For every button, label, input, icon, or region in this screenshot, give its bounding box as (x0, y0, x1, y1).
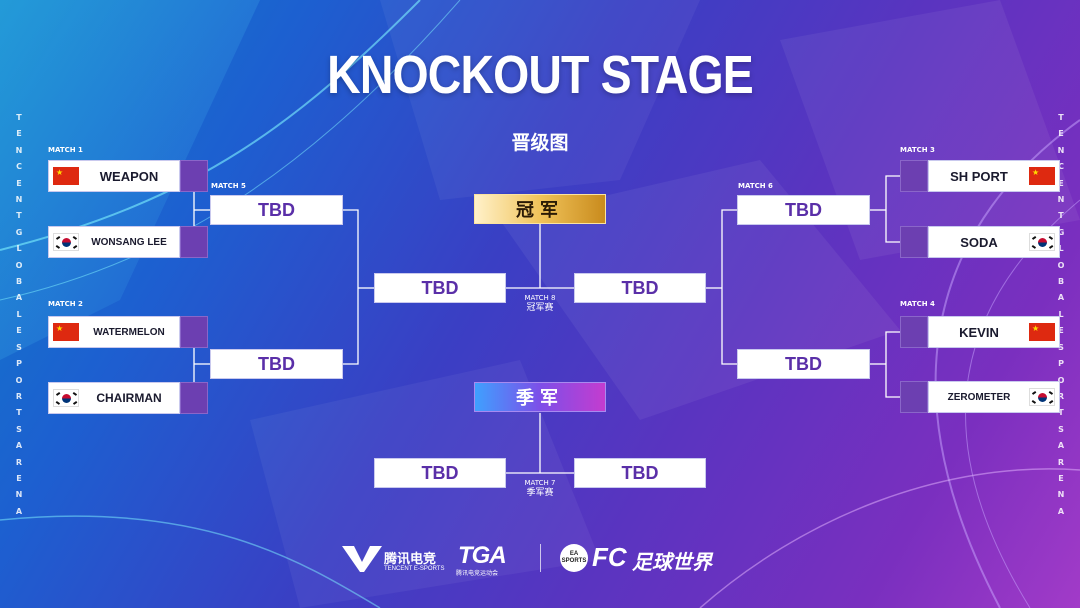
team-name: WATERMELON (93, 326, 165, 338)
team-name: WEAPON (99, 168, 159, 184)
team-name: SH PORT (950, 168, 1008, 184)
final-right-slot[interactable]: TBD (574, 273, 706, 303)
china-flag-icon: ★ (53, 167, 79, 185)
match-8-label: MATCH 8 冠军赛 (510, 293, 570, 313)
team-slot-wonsang-lee[interactable]: WONSANG LEE (48, 226, 208, 258)
match-5-winner[interactable]: TBD (210, 195, 343, 225)
ea-sports-logo-icon: EA SPORTS (560, 544, 588, 572)
score-box (900, 160, 928, 192)
match-1-label: MATCH 1 (48, 146, 83, 154)
third-place-left-slot[interactable]: TBD (374, 458, 506, 488)
team-name: KEVIN (959, 324, 999, 340)
team-name: CHAIRMAN (96, 391, 162, 405)
footer-divider (540, 544, 541, 572)
score-box (900, 316, 928, 348)
match-4-winner-slot[interactable]: TBD (737, 349, 870, 379)
match-8-subtitle: 冠军赛 (526, 303, 554, 313)
final-left-slot[interactable]: TBD (374, 273, 506, 303)
match-3-label: MATCH 3 (900, 146, 935, 154)
korea-flag-icon (53, 233, 79, 251)
score-box (180, 226, 208, 258)
third-place-banner: 季军 (474, 382, 606, 412)
score-box (900, 381, 928, 413)
team-slot-watermelon[interactable]: ★ WATERMELON (48, 316, 208, 348)
china-flag-icon: ★ (53, 323, 79, 341)
team-slot-weapon[interactable]: ★ WEAPON (48, 160, 208, 192)
score-box (900, 226, 928, 258)
tga-subtitle: 腾讯电竞运动会 (456, 570, 499, 577)
korea-flag-icon (1029, 233, 1055, 251)
tencent-esports-en: TENCENT E-SPORTS (384, 566, 445, 572)
team-slot-chairman[interactable]: CHAIRMAN (48, 382, 208, 414)
korea-flag-icon (53, 389, 79, 407)
china-flag-icon: ★ (1029, 167, 1055, 185)
tencent-esports-logo-icon (342, 546, 382, 572)
team-name: WONSANG LEE (91, 236, 167, 248)
side-text-right: TENCENTGLOBAL ESPORTS ARENA (1057, 113, 1065, 516)
team-slot-zerometer[interactable]: ZEROMETER (900, 381, 1060, 413)
team-slot-kevin[interactable]: KEVIN ★ (900, 316, 1060, 348)
page-subtitle: 晋级图 (511, 132, 569, 154)
match-2-winner-slot[interactable]: TBD (210, 349, 343, 379)
side-text-left: TENCENTGLOBAL ESPORTS ARENA (15, 113, 23, 516)
team-slot-sh-port[interactable]: SH PORT ★ (900, 160, 1060, 192)
match-7-label: MATCH 7 季军赛 (510, 478, 570, 498)
page-title: KNOCKOUT STAGE (327, 45, 754, 105)
tencent-esports-cn: 腾讯电竞 (384, 552, 437, 567)
score-box (180, 160, 208, 192)
match-5-label: MATCH 5 (211, 182, 246, 190)
korea-flag-icon (1029, 388, 1055, 406)
match-6-label: MATCH 6 (738, 182, 773, 190)
match-2-label: MATCH 2 (48, 300, 83, 308)
team-name: ZEROMETER (947, 391, 1011, 403)
third-place-right-slot[interactable]: TBD (574, 458, 706, 488)
team-slot-soda[interactable]: SODA (900, 226, 1060, 258)
match-6-winner[interactable]: TBD (737, 195, 870, 225)
score-box (180, 316, 208, 348)
match-4-label: MATCH 4 (900, 300, 935, 308)
china-flag-icon: ★ (1029, 323, 1055, 341)
footer-logos: 腾讯电竞 TENCENT E-SPORTS TGA 腾讯电竞运动会 EA SPO… (0, 540, 1080, 580)
score-box (180, 382, 208, 414)
match-7-subtitle: 季军赛 (526, 488, 554, 498)
fc-world-logo: 足球世界 (632, 550, 712, 574)
fc-logo: FC (592, 542, 627, 572)
team-name: SODA (960, 234, 998, 250)
match-8-title: MATCH 8 (524, 294, 556, 302)
tga-logo: TGA (458, 542, 507, 569)
champion-banner: 冠军 (474, 194, 606, 224)
match-7-title: MATCH 7 (524, 479, 556, 487)
